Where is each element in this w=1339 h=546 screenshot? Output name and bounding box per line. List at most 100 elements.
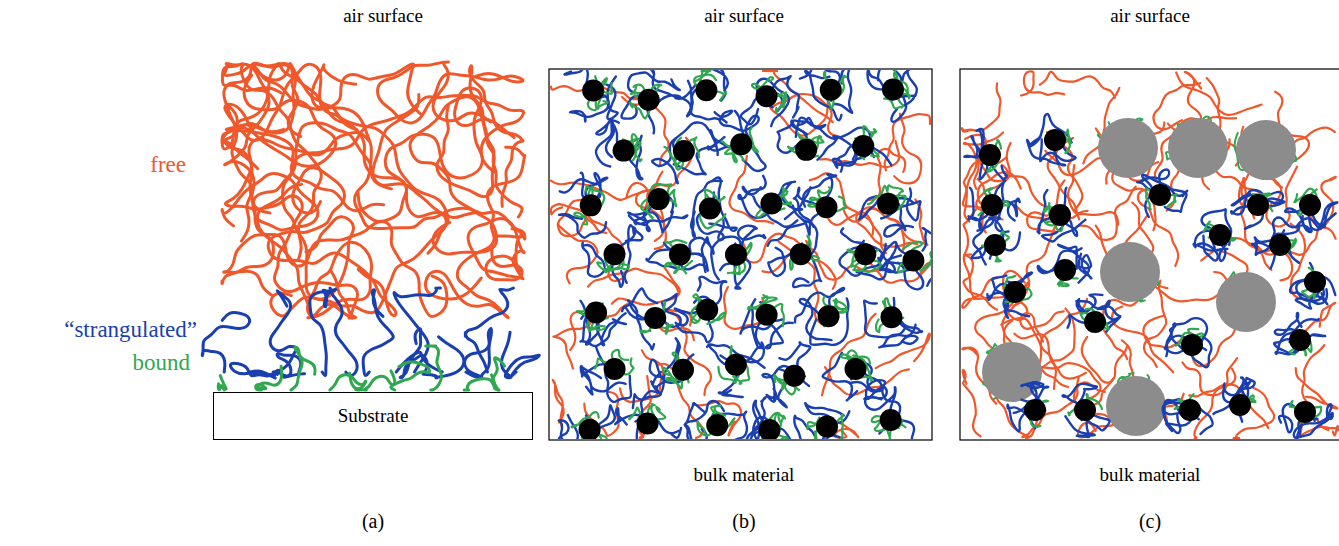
filler-particle xyxy=(604,358,626,380)
filler-particle xyxy=(696,299,718,321)
polymer-chain xyxy=(1276,319,1319,354)
polymer-chain xyxy=(885,114,930,170)
polymer-chain xyxy=(779,242,822,325)
filler-particle xyxy=(815,196,837,218)
filler-particle xyxy=(725,354,747,376)
polymer-chain xyxy=(324,288,357,376)
polymer-chain xyxy=(975,282,1029,350)
filler-particle xyxy=(756,85,778,107)
polymer-chain xyxy=(291,347,315,390)
bulk-caption: bulk material xyxy=(694,465,795,486)
polymer-chain xyxy=(963,370,981,436)
filler-particle xyxy=(695,79,717,101)
filler-particle xyxy=(880,306,902,328)
filler-particle xyxy=(795,139,817,161)
polymer-chain xyxy=(972,233,1020,259)
polymer-chain xyxy=(1082,337,1128,383)
filler-particle xyxy=(759,419,781,439)
filler-particle xyxy=(1054,259,1076,281)
filler-particle xyxy=(644,307,666,329)
filler-particle xyxy=(637,413,659,435)
polymer-chain xyxy=(291,95,523,210)
polymer-chain xyxy=(312,65,525,239)
polymer-chain xyxy=(581,364,608,378)
filler-particle xyxy=(669,243,691,265)
filler-particle xyxy=(1269,234,1291,256)
panel-b-chains xyxy=(551,70,931,439)
filler-particle xyxy=(845,358,867,380)
large-particle xyxy=(1100,242,1160,302)
panel-letter: (a) xyxy=(362,510,384,532)
polymer-chain xyxy=(254,63,407,221)
polymer-chain xyxy=(878,70,906,122)
filler-particle xyxy=(1044,129,1066,151)
filler-particle xyxy=(1209,224,1231,246)
polymer-chain xyxy=(426,346,442,390)
polymer-chain xyxy=(779,342,810,386)
filler-particle xyxy=(790,243,812,265)
surface-heading: air surface xyxy=(343,6,423,27)
filler-particle xyxy=(725,244,747,266)
filler-particle xyxy=(1299,194,1321,216)
polymer-chain xyxy=(310,289,336,375)
polymer-chain xyxy=(394,288,440,372)
filler-particle xyxy=(673,140,695,162)
polymer-chain xyxy=(501,332,539,378)
polymer-chain xyxy=(962,83,1000,131)
filler-particle xyxy=(1004,281,1026,303)
polymer-chain xyxy=(1163,399,1212,434)
filler-particle xyxy=(854,243,876,265)
polymer-chain xyxy=(968,181,1005,220)
large-particle xyxy=(1168,118,1228,178)
polymer-chain xyxy=(805,71,841,120)
filler-particle xyxy=(1084,311,1106,333)
filler-particle xyxy=(1289,329,1311,351)
polymer-chain xyxy=(391,362,430,390)
filler-particle xyxy=(585,301,607,323)
filler-particle xyxy=(852,135,874,157)
polymer-chain xyxy=(753,401,791,439)
polymer-chain xyxy=(218,376,226,390)
polymer-chain xyxy=(1021,71,1064,95)
box-label: Substrate xyxy=(338,405,409,427)
panel-c-chains xyxy=(962,71,1338,438)
large-particle xyxy=(1106,376,1166,436)
filler-particle xyxy=(1074,399,1096,421)
filler-particle xyxy=(880,409,902,431)
filler-particle xyxy=(816,415,838,437)
filler-particle xyxy=(579,419,601,439)
filler-particle xyxy=(820,79,842,101)
large-particle xyxy=(1098,118,1158,178)
polymer-chain xyxy=(230,363,275,378)
polymer-chain xyxy=(225,64,322,260)
filler-particle xyxy=(902,250,924,272)
polymer-chain xyxy=(356,371,395,390)
polymer-chain xyxy=(410,97,522,254)
polymer-chain xyxy=(1068,165,1118,225)
substrate-box: Substrate xyxy=(213,392,533,440)
filler-particle xyxy=(638,89,660,111)
filler-particle xyxy=(1304,271,1326,293)
layer-name: “strangulated” xyxy=(64,317,197,342)
bulk-caption: bulk material xyxy=(1100,465,1201,486)
polymer-chain xyxy=(330,373,366,390)
polymer-chain xyxy=(271,95,446,316)
polymer-chain xyxy=(1202,209,1231,248)
panel-letter: (c) xyxy=(1139,510,1161,532)
filler-particle xyxy=(1247,194,1269,216)
filler-particle xyxy=(1149,184,1171,206)
large-particle xyxy=(1236,120,1296,180)
filler-particle xyxy=(1049,204,1071,226)
filler-particle xyxy=(756,304,778,326)
polymer-chain xyxy=(256,366,282,390)
polymer-chain xyxy=(596,122,634,167)
panel-b-frame xyxy=(549,69,932,440)
large-particle xyxy=(1216,272,1276,332)
filler-particle xyxy=(818,305,840,327)
filler-particle xyxy=(783,365,805,387)
polymer-chain xyxy=(363,290,393,376)
filler-particle xyxy=(882,78,904,100)
filler-particle xyxy=(604,243,626,265)
filler-particle xyxy=(706,414,728,436)
